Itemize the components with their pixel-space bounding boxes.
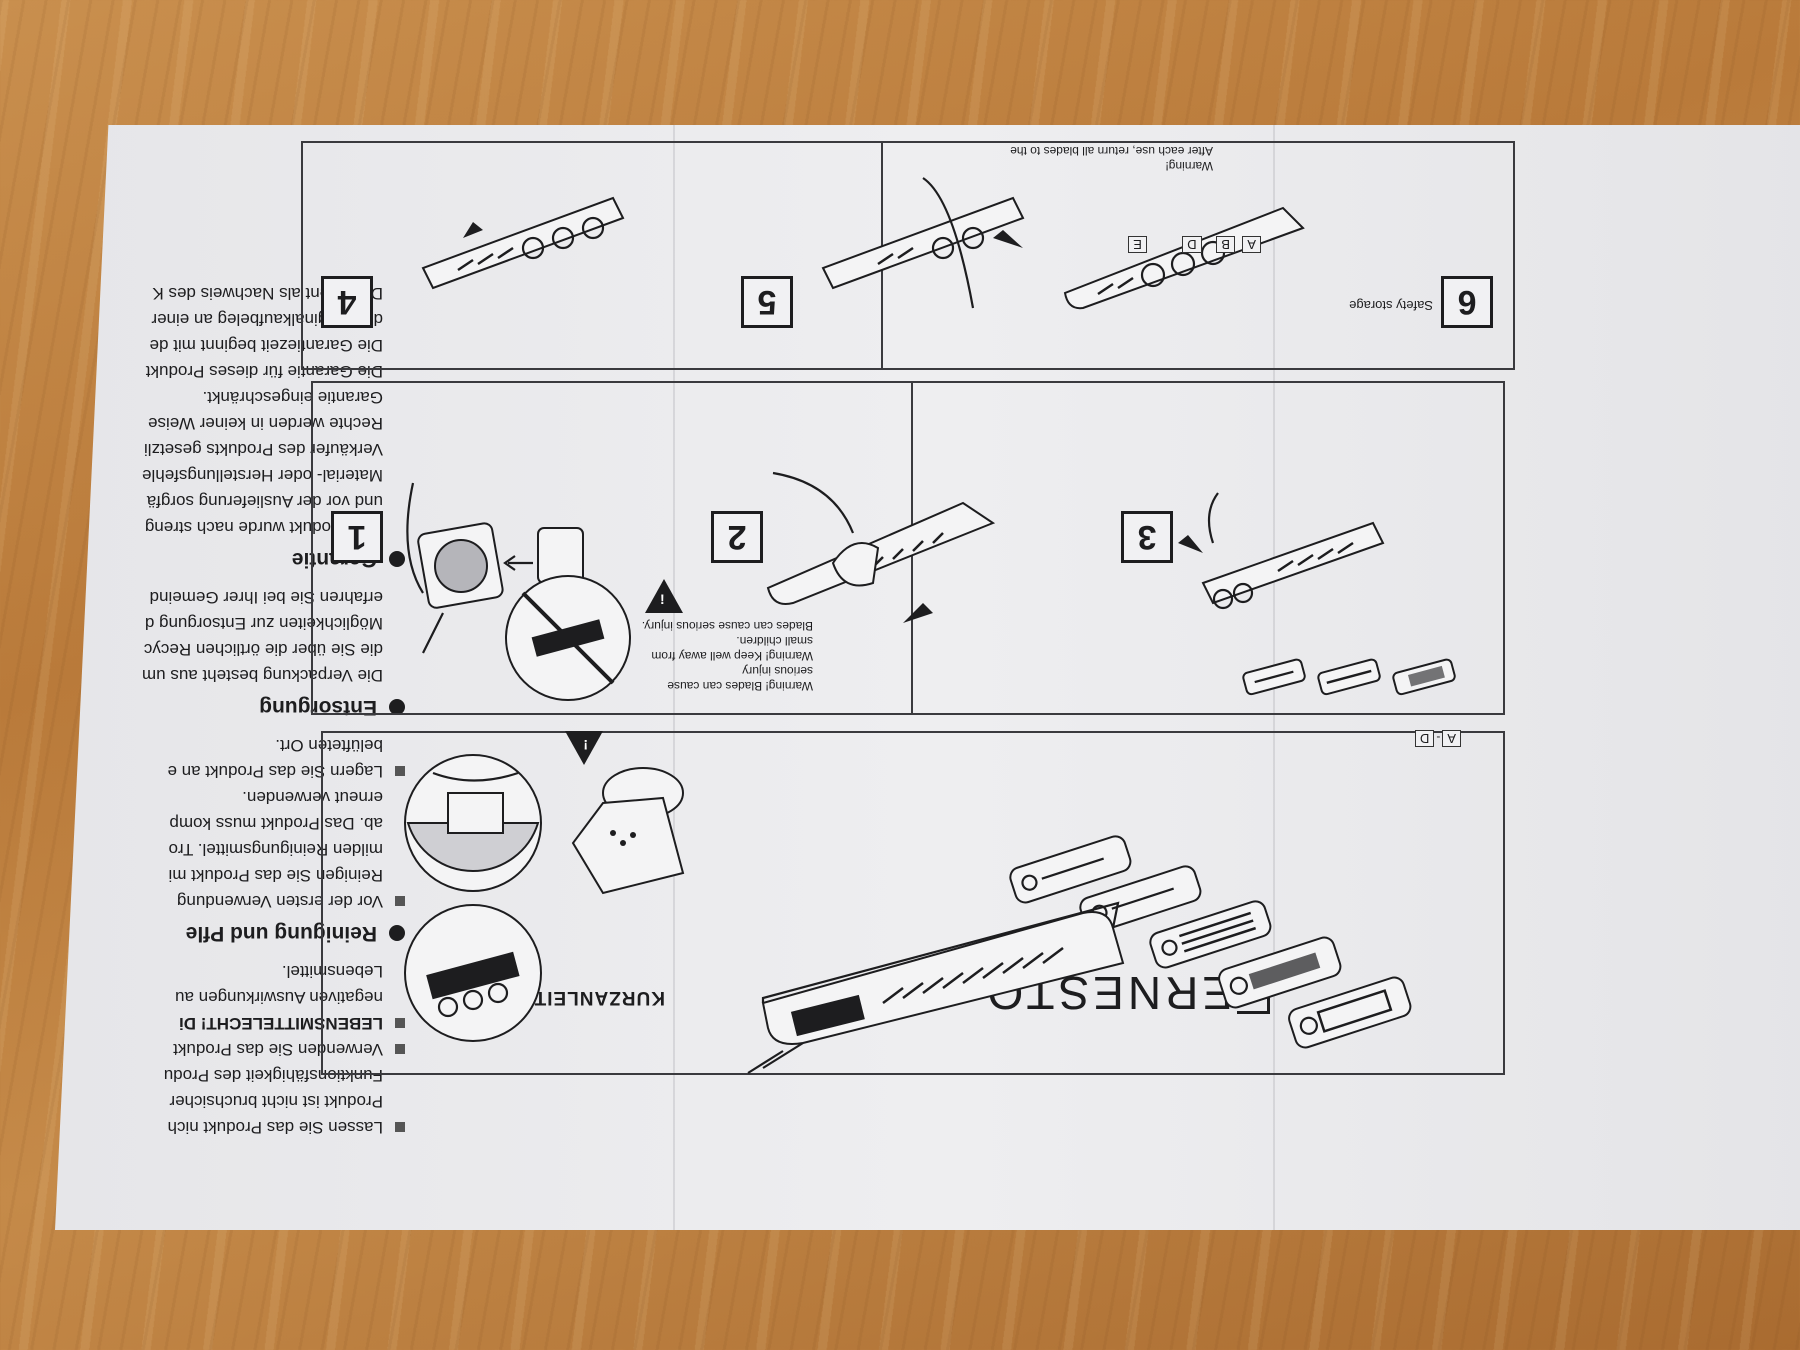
safety-storage-label: Safety storage: [1349, 298, 1433, 313]
step-number: 5: [741, 276, 793, 328]
step-number: 4: [321, 276, 373, 328]
blade-insert-step-illustration: [421, 196, 625, 290]
steps-frame-4-6: 4 5 6 Safety storage A B - D E: [301, 141, 1515, 370]
grater-hand-illustration: [406, 482, 584, 654]
detail-circle: [404, 754, 542, 892]
text-line: Lassen Sie das Produkt nich: [167, 1118, 383, 1137]
food-holder: [571, 767, 685, 895]
detail-circle: [404, 904, 542, 1042]
tag: D: [1182, 236, 1202, 253]
tag: E: [1128, 236, 1147, 253]
tag: A: [1242, 236, 1261, 253]
bullet-square-icon: [395, 1122, 405, 1132]
mandoline-body: [747, 901, 1125, 1074]
tag: D: [1414, 730, 1435, 747]
storage-tags: A B - D E: [1126, 236, 1263, 253]
blade-set-illustration: [1242, 658, 1456, 696]
step-number: 1: [331, 511, 383, 563]
overview-illustration-frame: [321, 731, 1505, 1075]
blade-inserts: [1009, 835, 1412, 1049]
leaflet-sheet-rotated: ERNESTO ® KURZANLEITUNG Lassen Sie das P…: [55, 125, 1800, 1230]
tag: B: [1216, 236, 1235, 253]
step-number: 6: [1441, 276, 1493, 328]
instruction-leaflet: ERNESTO ® KURZANLEITUNG Lassen Sie das P…: [55, 125, 1800, 1230]
safety-storage-illustration: [1063, 206, 1305, 310]
blade-tags: A-D: [1413, 730, 1463, 747]
blade-lock-step-illustration: [821, 177, 1025, 309]
warning-triangle-icon: [565, 731, 603, 765]
step-number: 3: [1121, 511, 1173, 563]
steps-frame-1-3: 1 Warning! Blades can cause serious inju…: [311, 381, 1505, 765]
no-fingers-warning-icon: [505, 575, 631, 701]
mandoline-overview-illustration: [404, 754, 1412, 1074]
text-line: Produkt ist nicht bruchsicher: [169, 1092, 383, 1111]
slicing-hand-illustration: [766, 471, 996, 633]
warning-triangle-icon: [645, 579, 683, 613]
blade-removal-illustration: [1178, 492, 1385, 610]
tag: A: [1442, 730, 1461, 747]
warning-footer: Warning! After each use, return all blad…: [1010, 144, 1213, 173]
